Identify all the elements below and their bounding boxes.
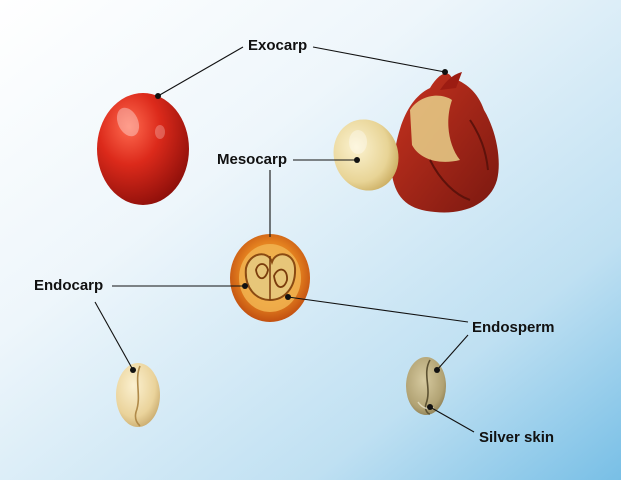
- parchment-bean: [116, 363, 160, 427]
- label-exocarp: Exocarp: [248, 37, 308, 54]
- leader-dots: [130, 69, 448, 410]
- label-endocarp: Endocarp: [34, 277, 104, 294]
- exocarp-leader-left: [157, 46, 244, 97]
- cherry-cross-section: [230, 234, 310, 322]
- leader-lines: [94, 46, 475, 433]
- label-silver-skin: Silver skin: [479, 429, 555, 446]
- whole-cherry: [97, 93, 189, 205]
- exocarp-leader-right: [312, 46, 446, 73]
- peeled-cherry: [333, 72, 499, 213]
- endosperm-leader-bean: [436, 334, 469, 371]
- endocarp-leader-bean: [94, 301, 134, 371]
- label-mesocarp: Mesocarp: [217, 151, 288, 168]
- green-bean: [406, 357, 446, 415]
- endosperm-leader-section: [287, 296, 469, 323]
- silver-skin-leader: [429, 406, 475, 433]
- label-endosperm: Endosperm: [472, 319, 555, 336]
